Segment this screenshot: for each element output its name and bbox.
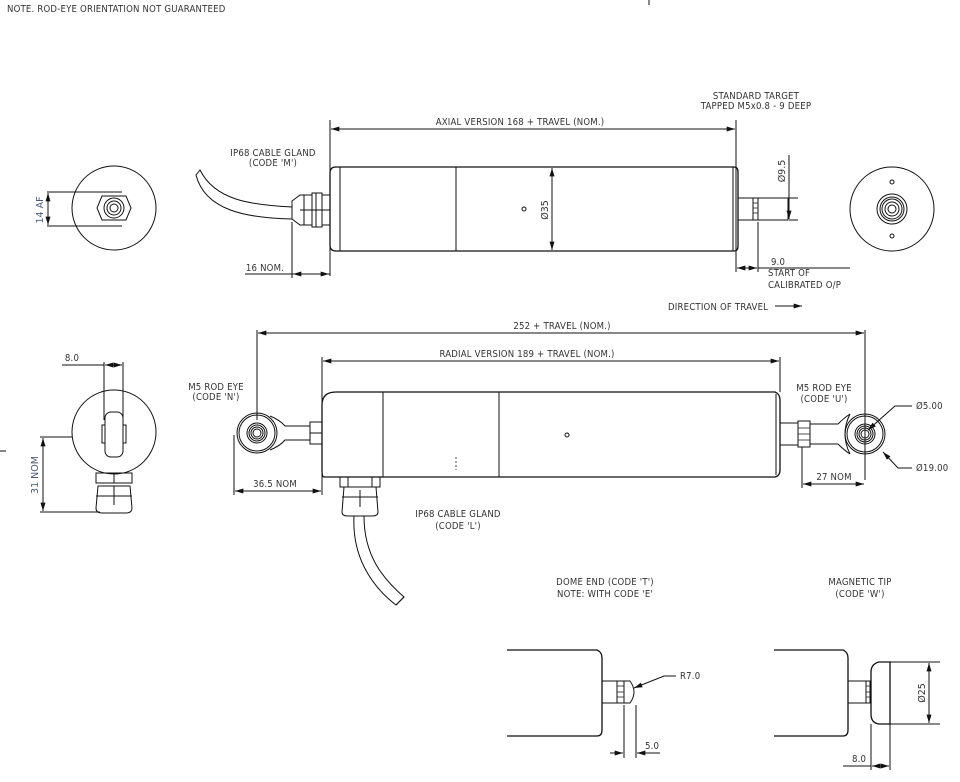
left-rod-eye-code: (CODE 'N') (192, 392, 239, 403)
rod-eye-side (101, 424, 106, 444)
body-outline (321, 391, 781, 478)
rod-shaft (779, 422, 799, 446)
target-diameter-label: Ø9.5 (777, 160, 788, 183)
dome-end-detail: DOME END (CODE 'T') NOTE: WITH CODE 'E' … (507, 577, 700, 758)
dome-radius-label: R7.0 (680, 671, 700, 682)
target-ring (884, 201, 900, 217)
body-diameter-label: Ø35 (540, 200, 551, 220)
rod-eye-hole (860, 429, 870, 439)
calibration-label: START OF (768, 268, 810, 279)
rod-eye-ring (250, 426, 264, 440)
target-ring (881, 198, 903, 220)
magnet-diameter-label: Ø25 (917, 683, 928, 703)
body-outline (507, 649, 603, 737)
rod-eye-ring (856, 425, 874, 443)
cable-gland (341, 486, 379, 517)
rod-eye-ring (248, 424, 266, 442)
left-rod-dim-label: 36.5 NOM (253, 479, 297, 490)
magnetic-tip-detail: MAGNETIC TIP (CODE 'W') Ø25 8.0 (774, 577, 940, 770)
radial-end-view: 8.0 31 NOM (30, 353, 157, 514)
body-outline (71, 165, 157, 251)
overall-length-label: 252 + TRAVEL (NOM.) (513, 321, 610, 332)
body-outline (329, 166, 739, 252)
dome-tip (624, 680, 635, 704)
right-rod-eye-label: M5 ROD EYE (796, 383, 852, 394)
target-ring (879, 196, 905, 222)
dome-end-note: NOTE: WITH CODE 'E' (557, 589, 653, 600)
body-outline (849, 166, 935, 252)
leader-line (882, 451, 912, 469)
direction-of-travel-label: DIRECTION OF TRAVEL (668, 302, 768, 313)
leader-line (867, 405, 912, 431)
cable-hole (109, 203, 119, 213)
axial-gland-label: IP68 CABLE GLAND (230, 148, 316, 159)
end-view-height-label: 31 NOM (30, 456, 41, 494)
hole-diameter-label: Ø5.00 (916, 401, 943, 412)
rod-eye-hole (252, 428, 262, 438)
knurl (752, 197, 759, 221)
rod-eye-outer (238, 414, 276, 452)
end-view-width-label: 8.0 (65, 353, 79, 364)
right-rod-eye-code: (CODE 'U') (800, 394, 847, 405)
tapped-hole (887, 204, 897, 214)
rod-eye-shank (269, 415, 310, 451)
calibration-label-2: CALIBRATED O/P (768, 280, 841, 291)
rod-eye-shank (810, 413, 851, 455)
rod-eye-ring (858, 427, 872, 441)
mount-hole (889, 179, 895, 185)
target-rod (737, 197, 789, 221)
standard-target-spec: TAPPED M5x0.8 - 9 DEEP (700, 101, 811, 112)
rod-eye-outer (846, 415, 884, 453)
rod-eye-side (122, 424, 127, 444)
magnet-length-label: 8.0 (852, 754, 866, 765)
cable (195, 169, 293, 220)
orientation-note: NOTE. ROD-EYE ORIENTATION NOT GUARANTEED (7, 4, 226, 15)
right-rod-dim-label: 27 NOM (816, 472, 851, 483)
rod-eye-outer (844, 413, 886, 455)
dome-length-label: 5.0 (645, 741, 659, 752)
gland-ring (106, 200, 122, 216)
body-outline (774, 649, 849, 737)
axial-length-label: AXIAL VERSION 168 + TRAVEL (NOM.) (436, 117, 605, 128)
dome-end-title: DOME END (CODE 'T') (556, 577, 654, 588)
axial-side-view: Ø35 Ø9.5 AXIAL VERSION 168 + TRAVEL (NOM… (195, 91, 850, 291)
body-outline (71, 389, 157, 475)
cable-gland (95, 485, 133, 514)
target-ring (876, 193, 908, 225)
gland-length-label: 16 NOM. (246, 263, 284, 274)
magnetic-tip-code: (CODE 'W') (835, 589, 884, 600)
left-rod-eye-label: M5 ROD EYE (188, 382, 244, 393)
rod-eye-outer (236, 412, 278, 454)
radial-side-view: 252 + TRAVEL (NOM.) RADIAL VERSION 189 +… (188, 321, 948, 606)
gland-nut (339, 476, 381, 488)
radial-gland-code: (CODE 'L') (435, 521, 481, 532)
axial-end-view-right (849, 166, 935, 252)
gland-ring (103, 197, 125, 219)
magnetic-tip-title: MAGNETIC TIP (828, 577, 891, 588)
rod-eye-ring (246, 422, 268, 444)
rod-eye-edge (104, 411, 124, 458)
cable (353, 515, 405, 606)
standard-target-label: STANDARD TARGET (713, 91, 800, 102)
axial-gland-code: (CODE 'M') (249, 158, 297, 169)
axial-end-view-left: 14 AF (35, 165, 157, 251)
calibration-offset-label: 9.0 (771, 257, 785, 268)
magnet-tip (870, 661, 891, 725)
rod-eye-ring (854, 423, 876, 445)
radial-length-label: RADIAL VERSION 189 + TRAVEL (NOM.) (439, 349, 614, 360)
mount-hole (889, 233, 895, 239)
hex-nut (96, 195, 132, 221)
leader-line (633, 675, 676, 689)
radial-gland-label: IP68 CABLE GLAND (415, 509, 501, 520)
center-mark (521, 206, 527, 212)
center-mark (564, 432, 570, 438)
eye-diameter-label: Ø19.00 (916, 463, 948, 474)
cable-end (395, 596, 405, 606)
hex-af-dim: 14 AF (35, 196, 46, 223)
